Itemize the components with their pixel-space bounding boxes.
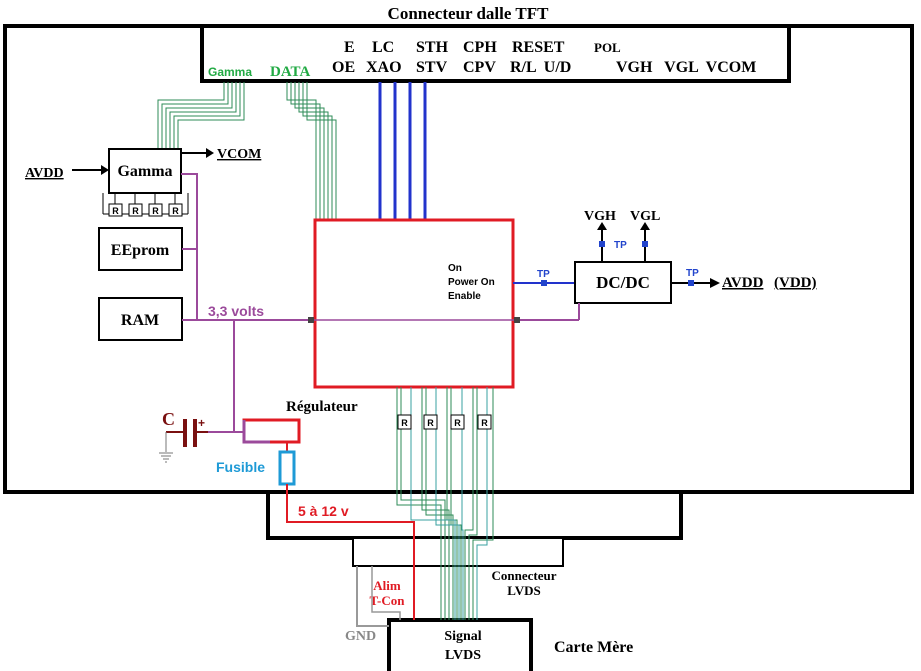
lvds-signal-bus-2 <box>410 387 488 620</box>
eeprom-block <box>98 227 183 271</box>
ground-icon <box>159 452 173 463</box>
regulator-label: Régulateur <box>286 399 358 415</box>
pin-cpv: CPV <box>463 59 496 76</box>
resistor-g4-label: R <box>172 206 179 216</box>
lvds-connector-label-2: LVDS <box>507 583 540 598</box>
power-on-label-2: Power On <box>448 277 495 288</box>
dcdc-label: DC/DC <box>596 273 650 292</box>
alim-label-1: Alim <box>373 578 401 593</box>
vcom-arrow-icon <box>206 148 214 158</box>
pin-reset: RESET <box>512 39 565 56</box>
tp-marker-avdd <box>688 280 694 286</box>
eeprom-label: EEprom <box>111 242 170 259</box>
supply-line <box>286 484 415 620</box>
vgl-label: VGL <box>630 209 660 224</box>
diagram-title: Connecteur dalle TFT <box>388 4 550 23</box>
vgh-label: VGH <box>584 209 616 224</box>
resistor-g2 <box>128 203 143 217</box>
resistor-l2 <box>423 414 438 430</box>
resistor-l2-label: R <box>427 418 434 428</box>
resistor-l3-label: R <box>454 418 461 428</box>
tp-label-vgh-vgl: TP <box>614 240 627 251</box>
tp-marker-vgl <box>642 241 648 247</box>
pin-gamma: Gamma <box>208 65 252 79</box>
vgl-arrow-icon <box>640 222 650 230</box>
regulator-block <box>242 418 301 444</box>
resistor-g2-label: R <box>132 206 139 216</box>
gamma-resistor-network: R R R R <box>102 193 189 217</box>
resistor-g1-label: R <box>112 206 119 216</box>
pin-lc: LC <box>372 39 394 56</box>
pin-data: DATA <box>270 64 310 80</box>
avdd-in-label: AVDD <box>25 166 64 181</box>
lvds-connector-label-1: Connecteur <box>492 568 557 583</box>
supply-label: 5 à 12 v <box>298 503 349 519</box>
pin-vgh-vgl-vcom: VGH VGL VCOM <box>616 59 756 76</box>
power-on-label-1: On <box>448 263 462 274</box>
resistor-l1 <box>397 414 412 430</box>
pin-oe: OE <box>332 59 355 76</box>
gamma-bus <box>157 82 245 148</box>
gnd-line-2 <box>371 566 401 620</box>
fuse-block <box>278 450 296 486</box>
tp-marker-vgh <box>599 241 605 247</box>
pin-e: E <box>344 39 355 56</box>
gamma-block <box>108 148 182 194</box>
vdd-out-label: (VDD) <box>774 275 817 291</box>
fuse-label: Fusible <box>216 459 265 475</box>
data-bus <box>286 82 337 220</box>
pin-sth: STH <box>416 39 449 56</box>
resistor-l4 <box>477 414 492 430</box>
voltage-label: 3,3 volts <box>208 303 264 319</box>
gnd-line <box>356 566 389 627</box>
resistor-g1 <box>108 203 123 217</box>
tft-connector <box>200 24 791 83</box>
vgh-arrow-icon <box>597 222 607 230</box>
lvds-resistors: R R R R <box>397 414 492 430</box>
pin-xao: XAO <box>366 59 402 76</box>
resistor-l3 <box>450 414 465 430</box>
chip-pin-right <box>514 317 520 323</box>
resistor-g4 <box>168 203 183 217</box>
regulator-output-edge <box>242 420 270 444</box>
alim-label-2: T-Con <box>370 593 406 608</box>
tcon-chip <box>313 218 515 389</box>
pin-pol: POL <box>594 40 621 55</box>
tp-marker-poweron <box>541 280 547 286</box>
signal-label-1: Signal <box>444 629 481 644</box>
capacitor-label: C <box>162 409 175 429</box>
chip-pin-left <box>308 317 314 323</box>
dcdc-block <box>574 261 672 304</box>
ram-label: RAM <box>121 312 159 329</box>
pin-cph: CPH <box>463 39 497 56</box>
vcom-label: VCOM <box>217 147 261 162</box>
resistor-l1-label: R <box>401 418 408 428</box>
resistor-g3 <box>148 203 163 217</box>
avdd-out-arrow-icon <box>710 278 720 288</box>
pin-rl-ud: R/L U/D <box>510 59 571 76</box>
tp-label-avdd: TP <box>686 268 699 279</box>
lvds-connector <box>352 537 564 567</box>
resistor-g3-label: R <box>152 206 159 216</box>
control-bus <box>378 82 427 220</box>
gamma-label: Gamma <box>117 163 172 180</box>
power-3v3-lines <box>181 173 580 433</box>
avdd-out-label: AVDD <box>722 275 764 291</box>
gnd-label: GND <box>345 629 376 644</box>
pin-stv: STV <box>416 59 448 76</box>
tp-label-poweron: TP <box>537 269 550 280</box>
signal-label-2: LVDS <box>445 648 481 663</box>
resistor-l4-label: R <box>481 418 488 428</box>
avdd-in-arrow-icon <box>101 165 109 175</box>
power-on-label-3: Enable <box>448 291 481 302</box>
capacitor-plus: + <box>198 416 205 430</box>
motherboard-label: Carte Mère <box>554 639 633 656</box>
motherboard-box <box>387 618 533 671</box>
